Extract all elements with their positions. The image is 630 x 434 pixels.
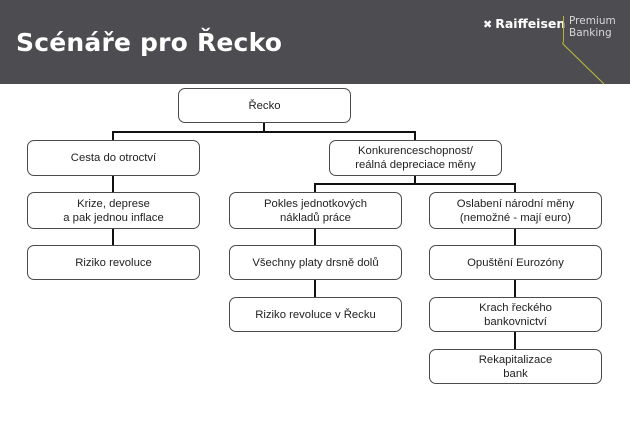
- node-rekapitalizace-bank: Rekapitalizace bank: [429, 349, 602, 384]
- header-bar: Scénáře pro Řecko ✖Raiffeisen Premium Ba…: [0, 0, 630, 84]
- node-label: Oslabení národní měny (nemožné - mají eu…: [456, 197, 575, 224]
- accent-diagonal-line: [562, 42, 605, 85]
- raiffeisen-cross-icon: ✖: [483, 18, 493, 31]
- sub-brand-line-2: Banking: [569, 27, 612, 39]
- node-label: Řecko: [248, 99, 281, 112]
- sub-brand: Premium Banking: [569, 15, 616, 39]
- node-root: Řecko: [178, 88, 351, 123]
- node-label: Krize, deprese a pak jednou inflace: [63, 197, 164, 224]
- node-label: Riziko revoluce: [75, 256, 152, 269]
- brand-divider: [563, 16, 564, 42]
- brand-logo: ✖Raiffeisen: [483, 16, 565, 31]
- node-label: Rekapitalizace bank: [478, 353, 553, 380]
- node-pokles-nakladu: Pokles jednotkových nákladů práce: [229, 192, 402, 229]
- node-label: Pokles jednotkových nákladů práce: [264, 197, 367, 224]
- node-krize-deprese: Krize, deprese a pak jednou inflace: [27, 192, 200, 229]
- node-label: Konkurenceschopnost/ reálná depreciace m…: [355, 145, 476, 171]
- node-label: Cesta do otroctví: [70, 152, 157, 164]
- node-vsechny-platy: Všechny platy drsně dolů: [229, 245, 402, 280]
- node-cesta-do-otroctvi: Cesta do otroctví: [27, 140, 200, 176]
- node-label: Všechny platy drsně dolů: [252, 256, 379, 269]
- node-label: Opuštění Eurozóny: [467, 256, 564, 269]
- brand-name: Raiffeisen: [495, 16, 566, 31]
- node-krach-bankovnictvi: Krach řeckého bankovnictví: [429, 297, 602, 332]
- sub-brand-line-1: Premium: [569, 15, 616, 27]
- node-label: Krach řeckého bankovnictví: [479, 301, 552, 328]
- node-opusteni-eurozony: Opuštění Eurozóny: [429, 245, 602, 280]
- node-riziko-revoluce-v-recku: Riziko revoluce v Řecku: [229, 297, 402, 332]
- node-konkurenceschopnost: Konkurenceschopnost/ reálná depreciace m…: [329, 140, 502, 176]
- node-oslabeni-meny: Oslabení národní měny (nemožné - mají eu…: [429, 192, 602, 229]
- node-label: Riziko revoluce v Řecku: [255, 308, 376, 321]
- page-title: Scénáře pro Řecko: [16, 28, 283, 57]
- node-riziko-revoluce: Riziko revoluce: [27, 245, 200, 280]
